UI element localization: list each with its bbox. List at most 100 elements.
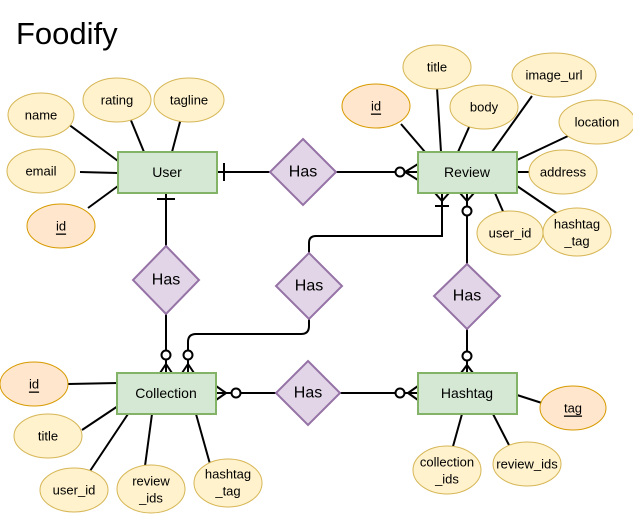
attr-user-rating-label: rating — [101, 93, 134, 108]
attr-collection-title-label: title — [38, 429, 58, 444]
crow-hash-coll-b — [407, 392, 419, 401]
line-review-image-url — [491, 95, 533, 153]
attr-hashtag-review-ids[interactable]: review_ids — [492, 441, 562, 487]
entity-user[interactable]: User — [117, 151, 218, 194]
relationship-user-collection[interactable]: Has — [131, 244, 201, 316]
line-review-has3 — [308, 193, 443, 253]
relationship-collection-hashtag[interactable]: Has — [274, 359, 342, 427]
attr-user-id[interactable]: id — [26, 203, 96, 249]
attr-collection-hashtag-tag-label-2: _tag — [214, 484, 240, 499]
attr-user-tagline[interactable]: tagline — [153, 77, 225, 123]
attr-collection-review-ids[interactable]: review _ids — [116, 464, 186, 514]
line-hashtag-collection-ids — [451, 413, 463, 451]
attr-review-hashtag-tag-label-2: _tag — [563, 234, 589, 249]
attr-review-body[interactable]: body — [449, 84, 519, 130]
relationship-user-collection-label: Has — [152, 272, 180, 289]
entity-review[interactable]: Review — [417, 151, 518, 194]
attr-collection-id-label: id — [29, 377, 39, 392]
cardinality-markers — [157, 163, 475, 401]
attr-review-location[interactable]: location — [558, 99, 633, 145]
attr-review-address-label: address — [540, 165, 587, 180]
entity-review-label: Review — [444, 164, 491, 180]
attr-review-title-label: title — [427, 60, 447, 75]
crow-review-coll-b — [441, 192, 450, 202]
crow-hash-review-a — [460, 364, 468, 374]
attr-collection-user-id[interactable]: user_id — [39, 467, 109, 513]
attr-review-id[interactable]: id — [341, 83, 411, 129]
relationship-review-hashtag-label: Has — [453, 288, 481, 305]
line-hashtag-review-ids — [492, 413, 511, 448]
attr-review-image-url[interactable]: image_url — [511, 52, 597, 98]
attr-review-id-label: id — [371, 99, 381, 114]
crow-review-user-b — [404, 171, 419, 181]
attr-hashtag-tag[interactable]: tag — [539, 385, 607, 431]
zero-marker-coll-hash — [230, 387, 242, 399]
line-has3-collection — [187, 319, 310, 373]
line-collection-hashtag-tag — [195, 413, 211, 465]
crow-review-user-a — [404, 163, 419, 173]
attr-review-body-label: body — [470, 100, 499, 115]
attr-collection-hashtag-tag[interactable]: hashtag _tag — [193, 458, 263, 508]
attr-user-name-label: name — [25, 108, 58, 123]
relationship-collection-hashtag-label: Has — [294, 385, 322, 402]
zero-marker-review-hash — [461, 205, 473, 217]
attr-hashtag-review-ids-label: review_ids — [496, 457, 558, 472]
line-collection-title — [81, 405, 119, 431]
crow-review-coll-a — [434, 192, 443, 202]
attr-hashtag-collection-ids[interactable]: collection _ids — [412, 445, 482, 495]
crow-coll-user-a — [159, 363, 167, 374]
relationship-user-review-label: Has — [289, 164, 317, 181]
line-collection-user-id — [87, 413, 129, 475]
attr-review-hashtag-tag[interactable]: hashtag _tag — [542, 207, 612, 257]
relationship-user-review[interactable]: Has — [268, 137, 338, 207]
crow-hash-review-b — [466, 364, 474, 374]
line-user-name — [63, 120, 119, 162]
zero-marker-coll-review — [182, 349, 194, 361]
attr-collection-hashtag-tag-label-1: hashtag — [205, 467, 251, 482]
crow-review-hash-a — [459, 192, 468, 202]
line-collection-review-ids — [144, 413, 153, 467]
entity-hashtag[interactable]: Hashtag — [417, 372, 518, 415]
attr-user-rating[interactable]: rating — [82, 77, 152, 123]
attr-user-email[interactable]: email — [6, 148, 76, 194]
attr-user-tagline-label: tagline — [170, 93, 208, 108]
crow-coll-hash-b — [215, 392, 227, 401]
attr-review-user-id[interactable]: user_id — [476, 210, 544, 256]
zero-marker-hash-coll — [394, 387, 406, 399]
line-review-id — [400, 123, 426, 153]
attr-review-hashtag-tag-label-1: hashtag — [554, 217, 600, 232]
diagram-title: Foodify — [16, 16, 118, 51]
attr-collection-user-id-label: user_id — [53, 483, 96, 498]
attr-hashtag-tag-label: tag — [564, 401, 582, 416]
attr-collection-title[interactable]: title — [13, 413, 83, 459]
attr-collection-review-ids-label-1: review — [132, 474, 170, 489]
attr-collection-id[interactable]: id — [0, 361, 69, 407]
crow-review-hash-b — [466, 192, 475, 202]
relationship-review-collection[interactable]: Has — [274, 251, 344, 321]
attr-review-address[interactable]: address — [528, 149, 598, 195]
attr-user-email-label: email — [25, 164, 56, 179]
entity-collection[interactable]: Collection — [116, 372, 217, 415]
crow-coll-hash-a — [215, 385, 227, 394]
entity-collection-label: Collection — [135, 385, 196, 401]
line-review-hashtag-tag — [516, 185, 559, 215]
entity-user-label: User — [152, 164, 182, 180]
line-user-id — [87, 185, 119, 209]
zero-marker-review-user — [394, 166, 406, 178]
attr-user-name[interactable]: name — [7, 92, 75, 138]
attr-user-id-label: id — [56, 219, 66, 234]
attr-review-title[interactable]: title — [402, 44, 472, 90]
line-review-body — [457, 124, 471, 153]
relationship-review-hashtag[interactable]: Has — [432, 262, 502, 331]
line-user-tagline — [171, 117, 182, 153]
line-review-title — [436, 87, 442, 153]
zero-marker-coll-user — [160, 349, 172, 361]
attr-review-image-url-label: image_url — [525, 68, 582, 83]
attr-hashtag-collection-ids-label-1: collection — [420, 455, 474, 470]
attr-hashtag-collection-ids-label-2: _ids — [434, 472, 459, 487]
line-hashtag-tag — [516, 394, 546, 405]
line-collection-id — [67, 382, 119, 385]
crow-coll-review-b — [187, 363, 195, 374]
zero-marker-hash-review — [461, 350, 473, 362]
